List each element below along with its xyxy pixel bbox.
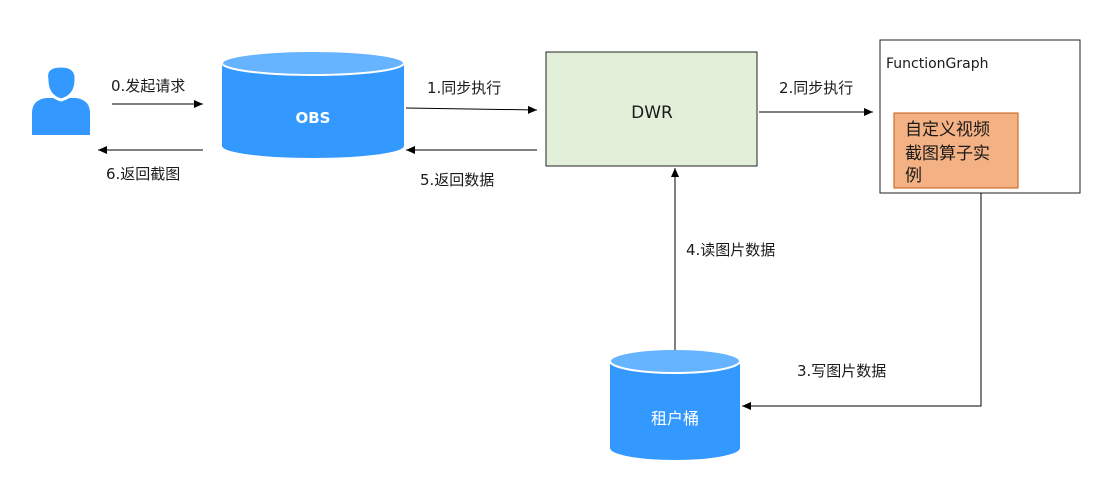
dwr-node: DWR [545,51,758,167]
edge-1-arrow [405,105,538,114]
edge-2-label: 2.同步执行 [779,79,853,97]
edge-4-label: 4.读图片数据 [686,241,775,259]
edge-0-label: 0.发起请求 [111,77,185,95]
edge-3-label: 3.写图片数据 [797,362,886,380]
obs-node: OBS [221,50,405,158]
operator-line-1: 自定义视频 [905,120,990,140]
operator-line-3: 例 [905,166,922,186]
edge-3-arrow [742,193,982,410]
obs-label: OBS [296,109,331,127]
operator-node: 自定义视频 截图算子实 例 [893,112,1019,189]
edge-6-label: 6.返回截图 [106,165,180,183]
edge-1-label: 1.同步执行 [427,79,501,97]
operator-line-2: 截图算子实 [905,144,990,164]
functiongraph-label: FunctionGraph [886,56,989,72]
user-icon [32,64,90,135]
tenant-bucket-node: 租户桶 [609,348,741,460]
tenant-bucket-label: 租户桶 [651,409,699,428]
dwr-label: DWR [631,103,673,123]
edge-5-label: 5.返回数据 [420,171,494,189]
